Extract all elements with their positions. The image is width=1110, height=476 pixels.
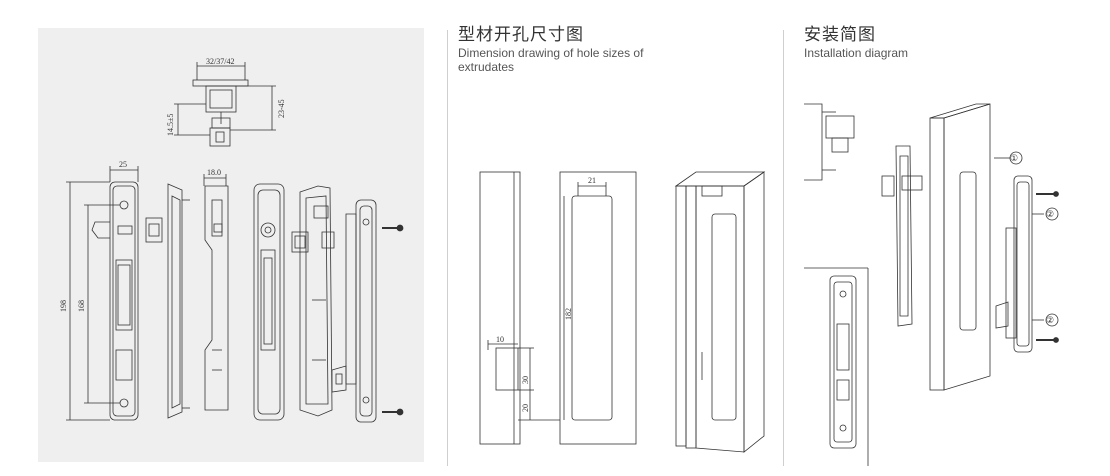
- screw-icon-top: [382, 224, 404, 232]
- install-section-title-cn: 安装简图: [804, 25, 876, 45]
- cylinder-detail: [174, 62, 276, 147]
- latch-part: [145, 217, 163, 243]
- strike-plate: [331, 199, 377, 423]
- profile-side-view: [479, 171, 560, 445]
- divider-right: [783, 30, 784, 466]
- screw-icon-bottom: [382, 408, 404, 416]
- dim-slot-width: 10: [496, 335, 504, 344]
- callout-2-bottom: ②: [1046, 315, 1054, 325]
- divider-left: [447, 30, 448, 466]
- lock-side-profile: [203, 174, 229, 411]
- profile-section-title-en: Dimension drawing of hole sizes of extru…: [458, 46, 644, 74]
- install-handle-exploded: [881, 145, 923, 327]
- dim-overall-height: 198: [59, 300, 68, 312]
- dim-hole-height-profile: 182: [564, 308, 573, 320]
- callout-1: ①: [1010, 153, 1018, 163]
- dim-hole-width: 21: [588, 176, 596, 185]
- lock-front-view: [66, 166, 139, 421]
- dim-slot-height: 30: [521, 376, 530, 384]
- dim-tol-left: 14.5±5: [166, 114, 175, 136]
- install-profile-3d: [929, 103, 991, 391]
- dim-slot-offset: 20: [521, 404, 530, 412]
- install-strike-plate: [995, 175, 1059, 353]
- dim-range-right: 23-45: [277, 99, 286, 118]
- dim-width-top: 32/37/42: [206, 57, 234, 66]
- dim-width-body: 25: [119, 160, 127, 169]
- install-frame-section: [804, 103, 869, 466]
- profile-section-title-cn: 型材开孔尺寸图: [458, 25, 584, 45]
- dim-hole-height: 168: [77, 300, 86, 312]
- side-plate: [167, 183, 190, 419]
- exploded-lock-body: [291, 185, 335, 417]
- install-lock-front: [829, 275, 857, 449]
- profile-3d-view: [674, 171, 766, 453]
- callout-2-top: ②: [1046, 209, 1054, 219]
- install-section-title-en: Installation diagram: [804, 46, 909, 60]
- dim-depth: 18.0: [207, 168, 221, 177]
- inner-handle-view: [253, 183, 285, 421]
- profile-front-view: [559, 171, 637, 445]
- callout-leaders: [994, 151, 1059, 327]
